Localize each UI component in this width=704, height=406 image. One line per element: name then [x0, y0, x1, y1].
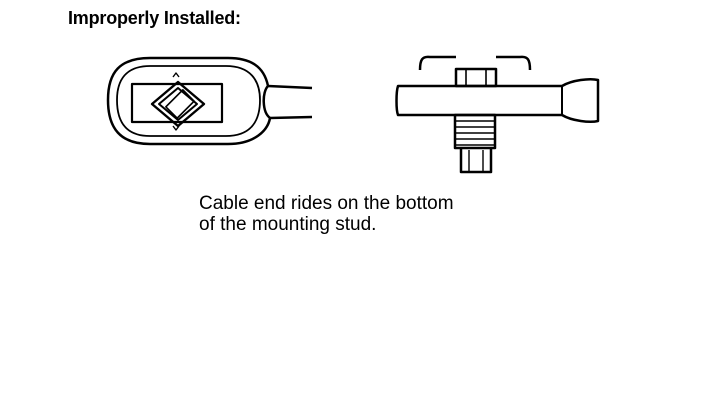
caption-line-1: Cable end rides on the bottom — [199, 193, 454, 214]
thread-lines — [455, 120, 495, 146]
cable-end-side-view — [395, 55, 600, 174]
cable-shaft-bottom — [269, 115, 313, 120]
cable-rod — [395, 78, 600, 123]
cable-shaft-top — [267, 84, 313, 90]
stud-top-block — [454, 67, 498, 88]
stud-nut-core — [165, 89, 195, 119]
diagram-heading: Improperly Installed: — [68, 8, 241, 28]
cable-end-top-view — [106, 56, 313, 146]
stud-nut-outer — [150, 80, 206, 128]
threaded-stud — [453, 113, 497, 150]
arrow-down-mark — [172, 125, 180, 131]
diagram-caption: Cable end rides on the bottom of the mou… — [199, 193, 454, 235]
stud-tip — [459, 148, 493, 174]
inner-housing — [116, 65, 261, 137]
arrow-up-mark — [172, 72, 180, 78]
bracket-hook-right — [496, 55, 532, 71]
outer-housing — [106, 56, 272, 146]
caption-line-2: of the mounting stud. — [199, 214, 377, 235]
bracket-hook-left — [418, 55, 456, 71]
